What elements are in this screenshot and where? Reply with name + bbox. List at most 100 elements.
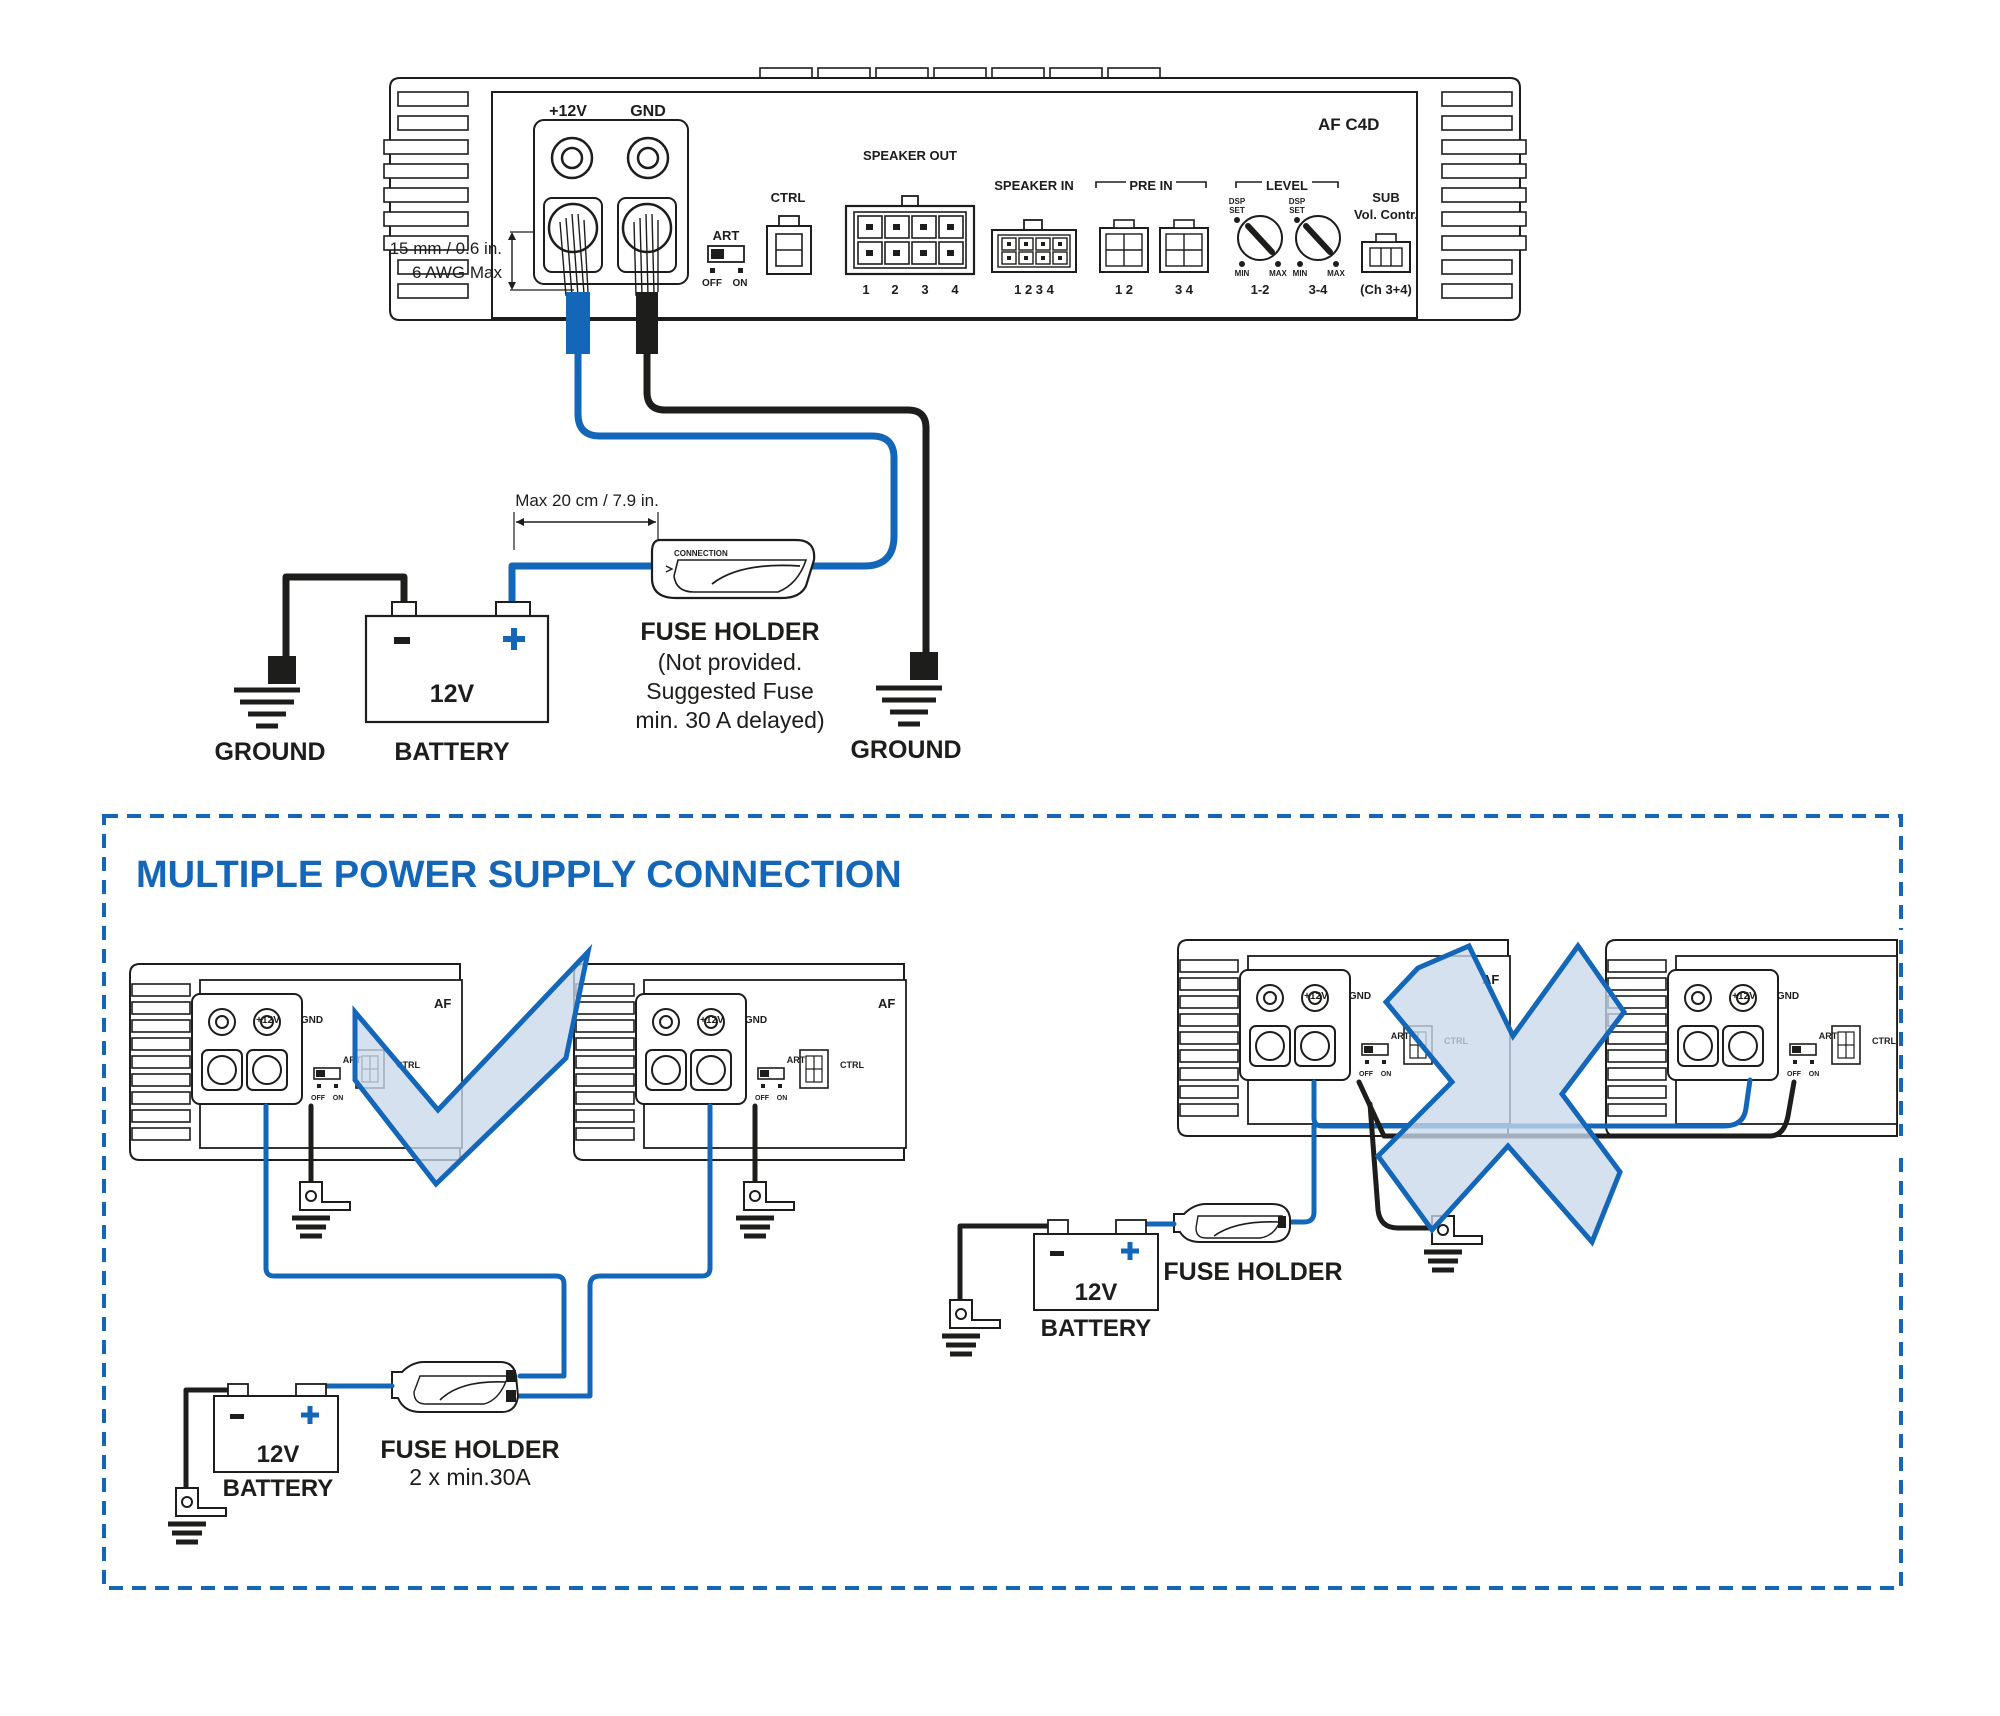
speaker-in-pins: 1 2 3 4	[1014, 282, 1055, 297]
gnd-cable-sleeve	[636, 292, 658, 354]
sub-volume-connector[interactable]: SUB Vol. Contr. (Ch 3+4)	[1354, 190, 1418, 297]
fuse-note-2: Suggested Fuse	[646, 678, 814, 704]
speaker-out-pin-4: 4	[951, 282, 959, 297]
wrong-amp-ground	[1424, 1215, 1483, 1273]
main-cables	[282, 292, 930, 664]
pre-in-pins-b: 3 4	[1175, 282, 1194, 297]
dsp-label-2: DSP	[1289, 197, 1306, 206]
battery-to-ground-cable	[282, 573, 408, 664]
wrong-fuse-title: FUSE HOLDER	[1163, 1258, 1342, 1286]
ctrl-connector[interactable]: CTRL	[766, 190, 812, 275]
dsp-label-1: DSP	[1229, 197, 1246, 206]
cable-gauge-spec: 6 AWG Max	[412, 263, 503, 282]
max-label-1: MAX	[1269, 269, 1287, 278]
correct-amp-2-off: OFF	[755, 1095, 770, 1102]
wrong-amp-1-gnd: GND	[1349, 991, 1371, 1002]
plus-cable-to-fuse	[574, 350, 898, 570]
correct-battery-label: BATTERY	[223, 1475, 334, 1502]
ground-symbol-left: GROUND	[214, 656, 326, 766]
correct-fuse-holder: FUSE HOLDER 2 x min.30A	[380, 1361, 560, 1490]
wrong-amp-2-ctrl: CTRL	[1872, 1036, 1896, 1046]
correct-configuration: AF +12V GND ART OFF ON CTRL AF +12V GND …	[129, 943, 907, 1545]
correct-ground-2	[736, 1181, 795, 1239]
gnd-cable-to-ground	[643, 350, 930, 659]
correct-fuse-note: 2 x min.30A	[409, 1464, 531, 1490]
correct-amp-2-ctrl: CTRL	[840, 1060, 864, 1070]
correct-amp-1-plus: +12V	[256, 1015, 280, 1026]
amp-fins-right	[1441, 91, 1527, 299]
speaker-out-pin-3: 3	[921, 282, 928, 297]
speaker-out-pin-2: 2	[891, 282, 898, 297]
level-controls[interactable]: LEVEL DSP SET MIN MAX 1-2 DSP SET MIN MA…	[1229, 178, 1346, 297]
wrong-battery-label: BATTERY	[1041, 1315, 1152, 1342]
art-on-label: ON	[733, 278, 748, 289]
min-label-1: MIN	[1235, 269, 1250, 278]
main-fuse-holder: CONNECTION FUSE HOLDER (Not provided. Su…	[635, 538, 825, 733]
ground-symbol-right: GROUND	[850, 652, 962, 764]
plus-cable-strands	[559, 213, 589, 297]
battery-plus-icon	[503, 628, 525, 650]
fuse-distance-annotation: Max 20 cm / 7.9 in.	[513, 491, 659, 550]
wrong-battery: 12V BATTERY	[1033, 1219, 1159, 1342]
correct-amp-1-off: OFF	[311, 1095, 326, 1102]
wrong-configuration: AF +12V GND ART OFF ON CTRL +12V GND ART…	[942, 930, 1905, 1357]
power-terminal-block: +12V GND	[533, 103, 689, 297]
cross-mark-icon	[1374, 941, 1628, 1247]
level-label: LEVEL	[1266, 178, 1308, 193]
wrong-amp-1-on: ON	[1381, 1071, 1392, 1078]
fuse-max-distance: Max 20 cm / 7.9 in.	[515, 491, 659, 510]
wrong-amp-2-plus: +12V	[1732, 991, 1756, 1002]
pre-in-connectors[interactable]: PRE IN 1 2 3 4	[1095, 178, 1209, 297]
sub-label: SUB	[1372, 190, 1399, 205]
max-label-2: MAX	[1327, 269, 1345, 278]
wrong-amp-2-art: ART	[1819, 1031, 1838, 1041]
gnd-label: GND	[630, 103, 666, 120]
wrong-gnd-drop	[1367, 1101, 1435, 1231]
set-label-2: SET	[1289, 206, 1305, 215]
speaker-in-label: SPEAKER IN	[994, 178, 1073, 193]
correct-amp-2-plus: +12V	[700, 1015, 724, 1026]
sub-ch-label: (Ch 3+4)	[1360, 282, 1412, 297]
cable-length-spec: 15 mm / 0.6 in.	[390, 239, 502, 258]
main-battery: 12V BATTERY	[364, 601, 550, 766]
wrong-battery-ground	[942, 1299, 1001, 1357]
wrong-battery-voltage: 12V	[1075, 1279, 1118, 1306]
correct-amp-1-on: ON	[333, 1095, 344, 1102]
main-amplifier: AF C4D +12V GND	[383, 67, 1527, 321]
level-ch-3-4: 3-4	[1309, 282, 1329, 297]
pre-in-label: PRE IN	[1129, 178, 1172, 193]
art-switch[interactable]: ART OFF ON	[702, 228, 748, 289]
wrong-fuse-holder: FUSE HOLDER	[1163, 1203, 1343, 1286]
main-battery-label: BATTERY	[394, 738, 510, 766]
check-mark-icon	[352, 943, 593, 1188]
fuse-note-3: min. 30 A delayed)	[635, 707, 824, 733]
pre-in-pins-a: 1 2	[1115, 282, 1133, 297]
multiple-section-frame	[102, 814, 1903, 1590]
speaker-out-connector[interactable]: SPEAKER OUT 1 2 3 4	[844, 148, 976, 297]
amp-model-label: AF C4D	[1318, 115, 1379, 134]
correct-amp-1-ctrl: CTRL	[396, 1060, 420, 1070]
main-battery-voltage: 12V	[430, 680, 475, 708]
art-label: ART	[713, 228, 740, 243]
level-ch-1-2: 1-2	[1251, 282, 1270, 297]
multiple-section-title: MULTIPLE POWER SUPPLY CONNECTION	[136, 854, 902, 896]
gnd-screw-icon	[626, 136, 670, 180]
fuse-brand-label: CONNECTION	[674, 549, 728, 558]
speaker-out-pin-1: 1	[862, 282, 869, 297]
wrong-plus-to-fuse	[1287, 1123, 1317, 1225]
correct-battery-voltage: 12V	[257, 1441, 300, 1468]
min-label-2: MIN	[1293, 269, 1308, 278]
wrong-amp-2-gnd: GND	[1777, 991, 1799, 1002]
correct-amp-2: AF +12V GND ART OFF ON CTRL	[573, 963, 907, 1161]
fuse-holder-title: FUSE HOLDER	[640, 618, 819, 646]
speaker-in-connector[interactable]: SPEAKER IN 1 2 3 4	[991, 178, 1077, 297]
ground-left-label: GROUND	[214, 738, 325, 766]
amp-fins-left	[383, 91, 469, 299]
wrong-amp-2-on: ON	[1809, 1071, 1820, 1078]
correct-amp-1-model: AF	[434, 996, 451, 1011]
correct-amp-2-art: ART	[787, 1055, 806, 1065]
art-off-label: OFF	[702, 278, 722, 289]
correct-amp-2-model: AF	[878, 996, 895, 1011]
sub-vol-label: Vol. Contr.	[1354, 207, 1418, 222]
